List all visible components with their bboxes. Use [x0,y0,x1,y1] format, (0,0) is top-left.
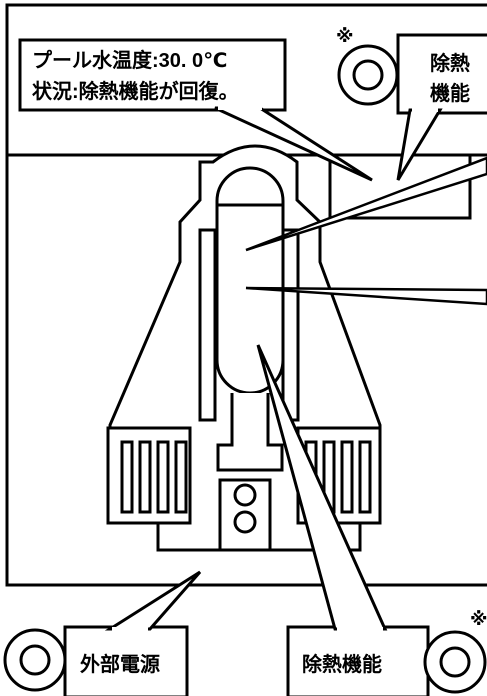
pool-temperature-text: プール水温度:30. 0℃ [32,48,227,72]
heat-removal-callout-joint [337,627,383,632]
bottom-valve-inner-icon [439,646,471,678]
left-fin-2 [138,440,152,514]
vessel-pedestal [216,393,284,472]
left-shield-wall [198,228,217,422]
left-fin-4 [174,440,188,514]
top-valve-inner-icon [352,59,384,91]
pool-temperature-callout-joint [218,105,262,110]
pressure-vessel [215,166,285,395]
right-shield-wall [281,228,300,422]
external-power-label: 外部電源 [80,652,160,676]
pointer-vessel-lower [245,286,487,306]
top-right-callout-line2: 機能 [430,81,470,105]
right-fin-4 [358,440,372,514]
right-fin-3 [340,440,354,514]
external-power-callout-joint [112,627,148,632]
left-fin-3 [156,440,170,514]
note-mark-bottom: ※ [470,609,487,629]
top-right-callout-box [396,33,487,115]
top-right-callout-joint [412,107,438,112]
top-right-callout-line1: 除熱 [430,51,470,75]
pool-temperature-callout-box [18,38,287,112]
column-port-1 [233,483,257,507]
note-mark-top: ※ [336,26,354,46]
left-fin-1 [120,440,134,514]
column-port-2 [233,510,257,534]
heat-removal-label: 除熱機能 [302,652,382,676]
external-power-inner-icon [19,644,51,676]
pointer-vessel-upper [245,156,487,252]
pool-status-text: 状況:除熱機能が回復。 [32,79,239,103]
